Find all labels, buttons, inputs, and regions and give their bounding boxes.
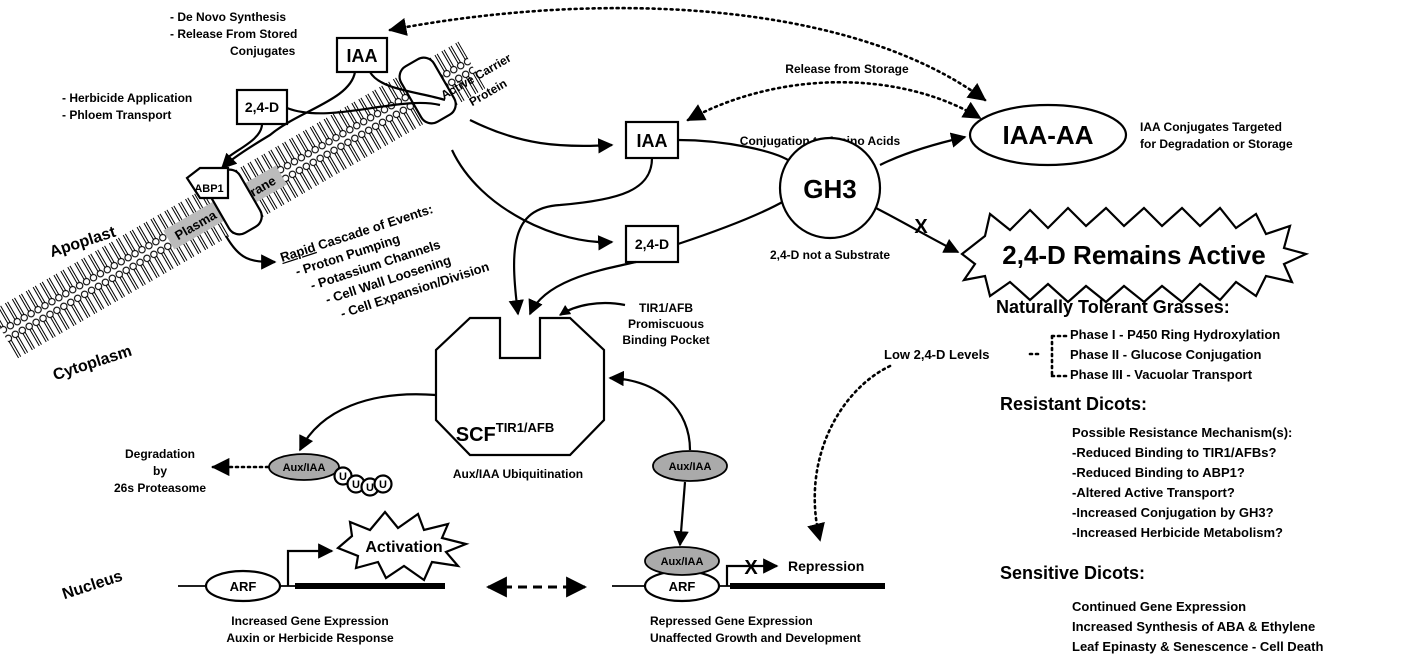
herbicide-application-text: - Herbicide Application: [62, 91, 192, 105]
tir1-label-2: Promiscuous: [628, 317, 704, 331]
phase-bracket: [1028, 334, 1068, 378]
resistant-item-2: -Reduced Binding to ABP1?: [1072, 465, 1245, 480]
repressed-expr-2: Unaffected Growth and Development: [650, 631, 861, 645]
aux-iaa-right-label: Aux/IAA: [669, 461, 712, 473]
degradation-label-1: Degradation: [125, 447, 195, 461]
sensitive-title: Sensitive Dicots:: [1000, 563, 1145, 583]
tir1-pointer-arrow: [559, 301, 626, 316]
abp1-to-cascade-arrow: [225, 235, 277, 270]
low-levels-dotted-arrow: [807, 364, 892, 542]
nucleus-label: Nucleus: [60, 568, 125, 603]
iaa-to-scf-arrow: [508, 157, 654, 316]
iaa-aa-ellipse: [968, 103, 1128, 167]
tir1-label-1: TIR1/AFB: [639, 301, 693, 315]
ubiquitin-3: U: [366, 482, 374, 494]
scf-label: SCF: [456, 424, 496, 446]
repression-label: Repression: [788, 558, 864, 574]
release-text-1: - Release From Stored: [170, 27, 297, 41]
gh3-x-mark: X: [914, 216, 928, 238]
increased-expr-1: Increased Gene Expression: [231, 614, 388, 628]
d24-to-gh3-line: [677, 199, 787, 246]
abp1-label: ABP1: [194, 183, 223, 195]
iaa-top-box: [335, 36, 389, 74]
abp1-receptor: [185, 166, 230, 200]
activation-starburst: [335, 510, 470, 582]
sensitive-item-0: Continued Gene Expression: [1072, 599, 1246, 614]
ubiquitin-2: U: [352, 479, 360, 491]
d24-to-carrier-line: [286, 101, 441, 115]
aux-iaa-left-label: Aux/IAA: [283, 462, 326, 474]
arf-left-protein: [204, 569, 282, 603]
d24-top-label: 2,4-D: [245, 99, 279, 115]
iaa-conj-text-1: IAA Conjugates Targeted: [1140, 120, 1282, 134]
arf-right-label: ARF: [669, 579, 696, 594]
resistant-title: Resistant Dicots:: [1000, 394, 1147, 414]
scf-superscript: TIR1/AFB: [496, 420, 555, 435]
carrier-to-iaa-arrow: [469, 119, 614, 154]
resistant-item-0: Possible Resistance Mechanism(s):: [1072, 425, 1292, 440]
low-levels-label: Low 2,4-D Levels: [884, 347, 989, 362]
resistant-item-4: -Increased Conjugation by GH3?: [1072, 505, 1274, 520]
resistant-item-3: -Altered Active Transport?: [1072, 485, 1235, 500]
tolerant-title: Naturally Tolerant Grasses:: [996, 297, 1230, 317]
cytoplasm-label: Cytoplasm: [51, 343, 134, 384]
release-storage-label: Release from Storage: [785, 62, 909, 76]
degradation-label-3: 26s Proteasome: [114, 481, 206, 495]
svg-text:SCFTIR1/AFB: SCFTIR1/AFB: [456, 420, 555, 446]
repression-x-mark: X: [744, 557, 758, 579]
sensitive-item-2: Leaf Epinasty & Senescence - Cell Death: [1072, 639, 1323, 654]
ubiquitin-4: U: [379, 479, 387, 491]
d24-to-scf-arrow: [528, 260, 637, 316]
aux-iaa-right-protein: [652, 450, 728, 482]
resistant-item-1: -Reduced Binding to TIR1/AFBs?: [1072, 445, 1276, 460]
resistant-item-5: -Increased Herbicide Metabolism?: [1072, 525, 1283, 540]
release-text-2: Conjugates: [230, 44, 296, 58]
d24-to-abp1-line: [224, 123, 264, 161]
aux-to-nucleus-arrow: [673, 481, 689, 547]
repressed-expr-1: Repressed Gene Expression: [650, 614, 813, 628]
gh3-to-iaa-aa-arrow: [879, 132, 967, 166]
increased-expr-2: Auxin or Herbicide Response: [226, 631, 394, 645]
storage-dotted-arrow: [686, 80, 982, 122]
iaa-conj-text-2: for Degradation or Storage: [1140, 137, 1293, 151]
activation-arrow: [286, 543, 334, 586]
phloem-transport-text: - Phloem Transport: [62, 108, 171, 122]
remains-active-label: 2,4-D Remains Active: [1002, 240, 1265, 270]
ubiquitin-1: U: [339, 471, 347, 483]
gh3-to-active-arrow: [869, 204, 960, 253]
iaa-top-label: IAA: [347, 46, 378, 66]
sensitive-item-1: Increased Synthesis of ABA & Ethylene: [1072, 619, 1315, 634]
iaa-mid-label: IAA: [637, 131, 668, 151]
cascade-group: Rapid Cascade of Events: - Proton Pumpin…: [278, 201, 491, 321]
tir1-label-3: Binding Pocket: [622, 333, 709, 347]
tolerant-phase-3: Phase III - Vacuolar Transport: [1070, 367, 1253, 382]
d24-mid-label: 2,4-D: [635, 236, 669, 252]
scf-to-aux-arrow: [299, 393, 437, 452]
aux-iaa-nucleus-label: Aux/IAA: [661, 556, 704, 568]
aux-iaa-nucleus-protein: [644, 546, 720, 576]
activation-label: Activation: [365, 539, 442, 556]
release-dotted-arrow: [388, 6, 987, 102]
degradation-label-2: by: [153, 464, 167, 478]
repression-arrow: [725, 558, 779, 586]
gh3-label: GH3: [803, 174, 856, 204]
iaa-to-abp1-line: [220, 71, 357, 170]
tolerant-phase-2: Phase II - Glucose Conjugation: [1070, 347, 1261, 362]
arf-left-label: ARF: [230, 579, 257, 594]
de-novo-text: - De Novo Synthesis: [170, 10, 286, 24]
scf-complex: [434, 316, 606, 457]
plasma-membrane: Plasma Membrane: [0, 39, 487, 361]
iaa-aa-label: IAA-AA: [1003, 120, 1094, 150]
ubiquitination-label: Aux/IAA Ubiquitination: [453, 467, 583, 481]
not-substrate-label: 2,4-D not a Substrate: [770, 248, 890, 262]
aux-to-scf-arrow: [608, 370, 692, 451]
remains-active-starburst: [960, 206, 1310, 304]
d24-top-box: [235, 88, 289, 126]
gh3-enzyme: [778, 136, 882, 240]
carrier-to-d24-arrow: [451, 149, 614, 251]
ubiquitin-chain: U U U U: [333, 466, 393, 497]
tolerant-phase-1: Phase I - P450 Ring Hydroxylation: [1070, 327, 1280, 342]
